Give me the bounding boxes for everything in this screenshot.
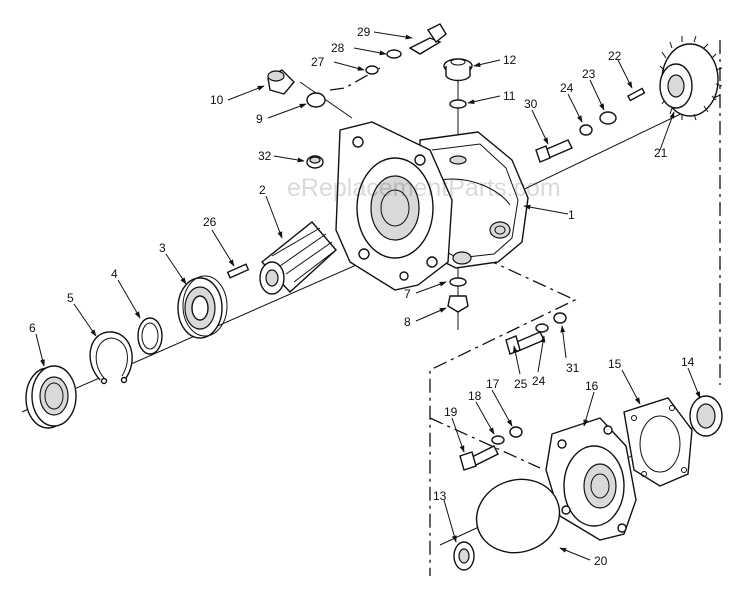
watermark-text: eReplacementParts.com [287,174,561,202]
pinion-gear [259,221,337,295]
callout-13: 13 [433,489,447,503]
breather-port [449,155,467,165]
plug-axis-line [299,81,353,119]
callout-25: 25 [514,377,528,391]
o-ring-9 [306,92,326,108]
callout-2: 2 [259,183,266,197]
bolt-19 [459,445,499,471]
callout-9: 9 [256,112,263,126]
key-22 [627,87,646,102]
callout-28: 28 [331,41,345,55]
bolt-25 [505,331,545,355]
callout-15: 15 [608,357,622,371]
washer-28 [386,49,402,59]
large-o-ring [475,478,561,554]
gasket [623,397,693,487]
callout-30: 30 [524,97,538,111]
washer-17 [509,426,523,438]
leader-lines [35,31,701,561]
washer-24-upper [579,124,593,136]
washer-23 [599,111,617,125]
assembly-reference-line [429,257,577,576]
washer-11 [449,99,467,109]
bolt-30 [535,139,573,163]
callout-32: 32 [258,149,272,163]
plug-32 [306,155,324,169]
washer-27 [365,65,379,75]
retaining-ring-small [137,317,163,355]
callout-10: 10 [210,93,224,107]
callout-4: 4 [111,267,118,281]
vent-cap [443,58,473,82]
callout-5: 5 [67,291,74,305]
callout-14: 14 [681,355,695,369]
seal-13 [453,541,475,571]
callout-23: 23 [582,67,596,81]
callout-16: 16 [585,379,599,393]
bolt-29 [408,23,447,55]
callout-20: 20 [594,554,608,568]
callout-8: 8 [404,315,411,329]
fill-plug [267,69,295,95]
callout-29: 29 [357,25,371,39]
snap-ring [89,331,133,385]
key-26 [226,263,250,279]
oil-seal [25,365,77,429]
callout-3: 3 [159,241,166,255]
callout-11: 11 [503,89,516,103]
callout-numbers: 1 2 3 4 5 6 7 8 9 10 11 12 13 14 15 16 1… [29,25,695,568]
callout-31: 31 [566,361,580,375]
spur-gear [659,35,723,121]
washer-31 [553,312,567,324]
callout-6: 6 [29,321,36,335]
bearing [177,275,228,339]
washer-18 [491,435,505,445]
drain-plug-8 [447,295,469,313]
callout-24-upper: 24 [560,81,574,95]
callout-22: 22 [608,49,622,63]
callout-1: 1 [568,208,575,222]
housing-flange [335,121,453,291]
end-cover [545,417,637,541]
bolt-reference-line [329,67,381,91]
callout-27: 27 [311,55,325,69]
callout-26: 26 [203,215,217,229]
flange-reference-line [429,417,541,469]
callout-17: 17 [486,377,500,391]
callout-21: 21 [654,146,668,160]
o-ring-7 [449,277,467,287]
washer-24-lower [535,323,549,333]
callout-24-lower: 24 [532,374,546,388]
callout-18: 18 [468,389,482,403]
callout-7: 7 [404,287,411,301]
callout-12: 12 [503,53,517,67]
callout-19: 19 [444,405,458,419]
seal-14 [689,395,723,437]
